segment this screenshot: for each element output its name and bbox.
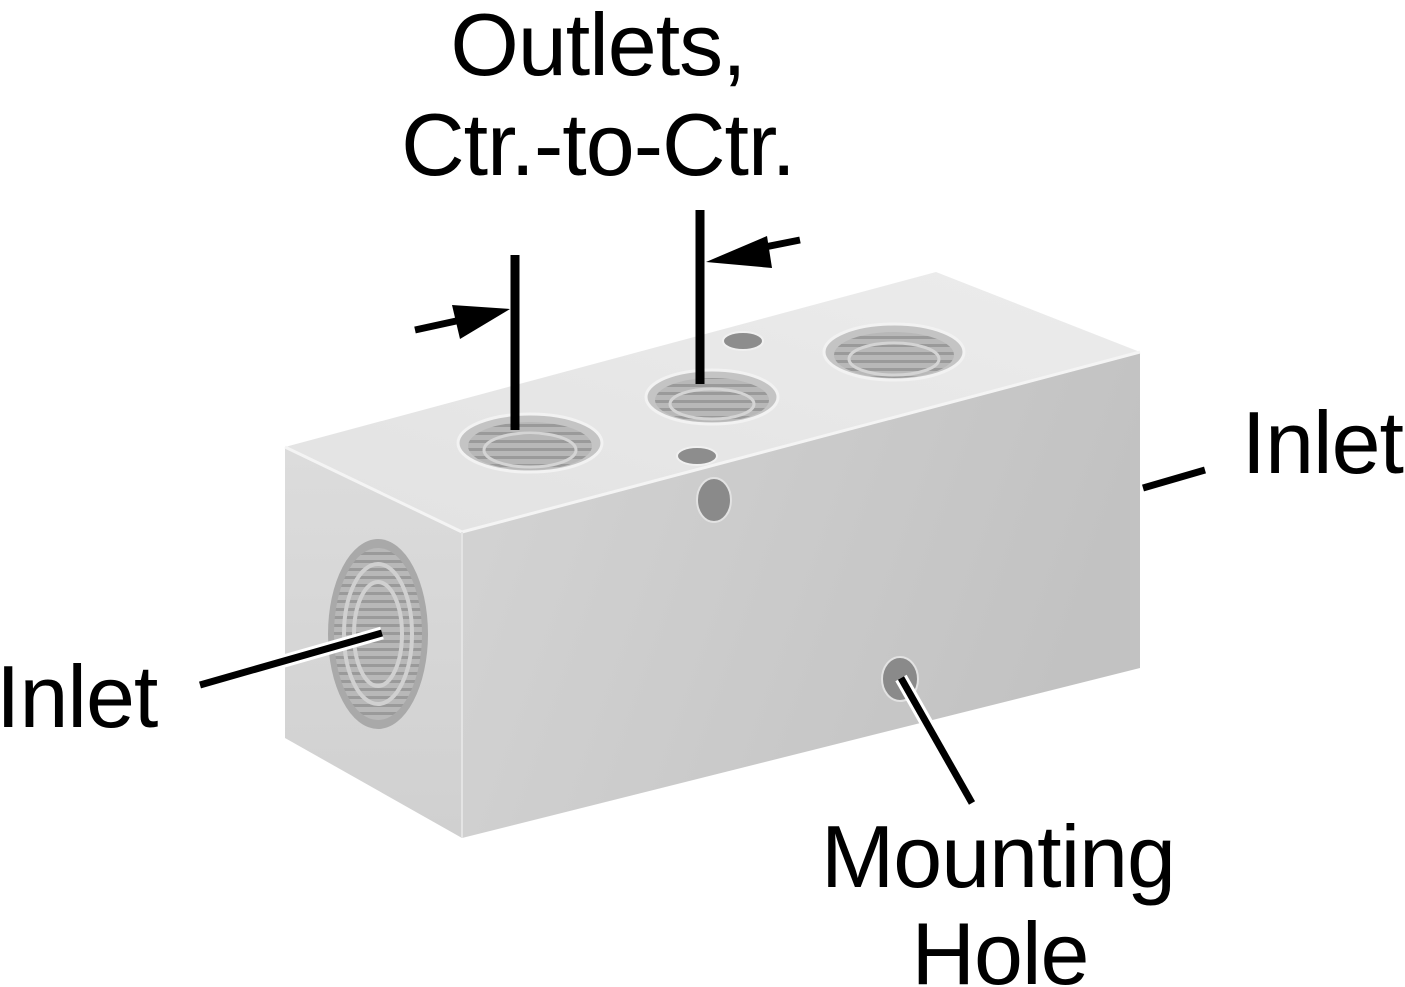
outlets-label-line2: Ctr.-to-Ctr. [401,95,795,194]
mounting-hole-leader [897,676,976,805]
small-hole-top-1 [722,331,764,351]
small-hole-top-2 [676,446,718,466]
dimension-arrow-right-head [706,236,772,268]
outlet-port-2 [644,368,780,426]
dimension-arrow-left-head [452,305,510,339]
mounting-hole-label-line2: Hole [912,904,1089,987]
right-inlet-leader [1142,466,1206,492]
outlet-port-3 [822,322,966,382]
left-inlet-leader-core [199,629,383,689]
dimension-lines [414,210,801,430]
left-inlet-label: Inlet [0,647,158,746]
mounting-hole-label-line1: Mounting [821,807,1175,906]
outlets-label-line1: Outlets, [450,0,745,94]
block-front-face [462,352,1140,838]
front-hole-upper [696,477,732,523]
manifold-block [284,272,1141,838]
outlet-port-1 [456,412,604,474]
right-inlet-label: Inlet [1242,393,1404,492]
